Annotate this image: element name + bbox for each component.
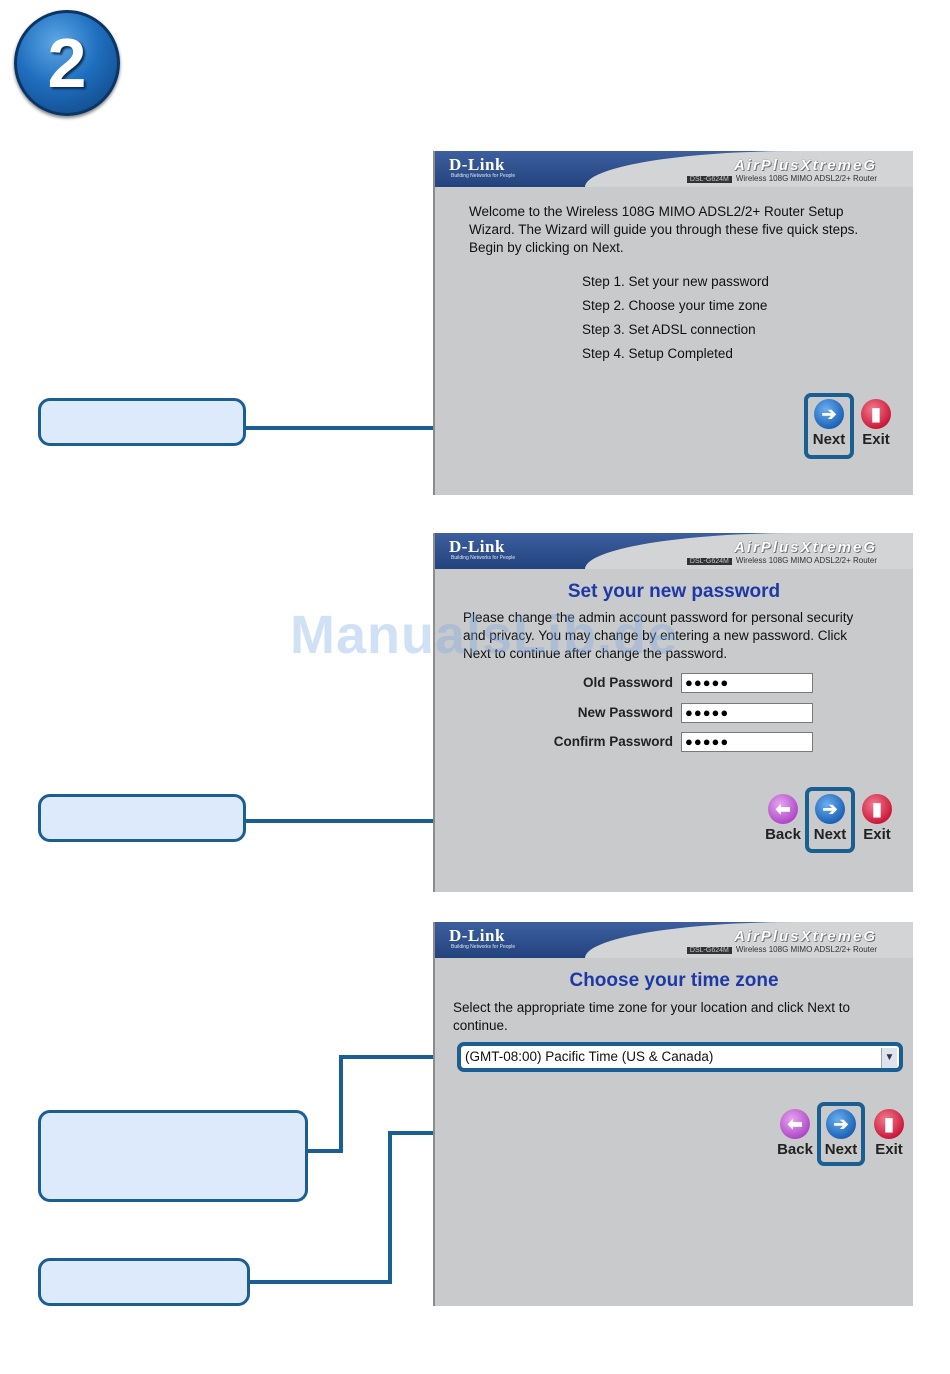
exit-icon: ▮ — [874, 1109, 904, 1139]
model-tag: DSL-G624M — [686, 947, 732, 954]
new-password-label: New Password — [577, 705, 673, 720]
model-tag: DSL-G624M — [686, 558, 732, 565]
next-highlight — [817, 1102, 865, 1166]
timezone-select[interactable]: (GMT-08:00) Pacific Time (US & Canada) ▼ — [457, 1042, 903, 1072]
callout-box-4 — [38, 1258, 250, 1306]
brand-tagline: Building Networks for People — [451, 555, 516, 561]
watermark: ManualsLib.de — [290, 605, 679, 665]
product-logo: AirPlusXtremeG — [733, 928, 877, 945]
dlink-banner: D-Link Building Networks for People AirP… — [435, 533, 913, 569]
arrow-left-icon: ⬅ — [768, 794, 798, 824]
back-label: Back — [777, 1141, 813, 1158]
dlink-banner: D-Link Building Networks for People AirP… — [435, 151, 913, 187]
exit-label: Exit — [875, 1141, 903, 1158]
next-label: Next — [813, 826, 847, 843]
exit-label: Exit — [862, 431, 890, 448]
old-password-field[interactable]: ●●●●● — [681, 673, 813, 693]
arrow-right-icon: ➔ — [815, 794, 845, 824]
next-label: Next — [812, 431, 846, 448]
step-number-badge: 2 — [14, 10, 120, 116]
dlink-banner: D-Link Building Networks for People AirP… — [435, 922, 913, 958]
arrow-left-icon: ⬅ — [780, 1109, 810, 1139]
callout-box-1 — [38, 398, 246, 446]
brand-tagline: Building Networks for People — [451, 944, 516, 950]
model-tag: DSL-G624M — [686, 176, 732, 183]
confirm-password-field[interactable]: ●●●●● — [681, 732, 813, 752]
steps-list: Step 1. Set your new password Step 2. Ch… — [582, 270, 769, 366]
old-password-label: Old Password — [582, 675, 673, 690]
time-zone-panel: D-Link Building Networks for People AirP… — [433, 922, 913, 1306]
next-highlight — [805, 787, 855, 853]
next-button[interactable]: ➔ Next — [804, 399, 854, 448]
connector-line-3c — [339, 1055, 457, 1059]
list-item: Step 1. Set your new password — [582, 274, 769, 289]
back-button[interactable]: ⬅ Back — [758, 794, 808, 843]
page-title: Choose your time zone — [569, 970, 779, 991]
exit-button[interactable]: ▮ Exit — [852, 794, 902, 843]
next-button[interactable]: ➔ Next — [805, 794, 855, 843]
arrow-right-icon: ➔ — [826, 1109, 856, 1139]
callout-box-3 — [38, 1110, 308, 1202]
connector-line-4b — [388, 1131, 392, 1284]
exit-icon: ▮ — [862, 794, 892, 824]
callout-box-2 — [38, 794, 246, 842]
list-item: Step 3. Set ADSL connection — [582, 322, 756, 337]
connector-line-3a — [306, 1149, 343, 1153]
set-password-panel: D-Link Building Networks for People AirP… — [433, 533, 913, 892]
password-description: Please change the admin account password… — [463, 609, 853, 663]
timezone-value: (GMT-08:00) Pacific Time (US & Canada) — [465, 1049, 714, 1064]
intro-text: Welcome to the Wireless 108G MIMO ADSL2/… — [469, 203, 858, 257]
timezone-description: Select the appropriate time zone for you… — [453, 999, 850, 1035]
arrow-right-icon: ➔ — [814, 399, 844, 429]
back-label: Back — [765, 826, 801, 843]
brand-tagline: Building Networks for People — [451, 173, 516, 179]
dlink-logo: D-Link — [449, 926, 505, 945]
step-number: 2 — [47, 24, 87, 102]
desc-line: Select the appropriate time zone for you… — [453, 1000, 850, 1015]
desc-line: and privacy. You may change by entering … — [463, 628, 847, 643]
product-logo: AirPlusXtremeG — [733, 157, 877, 174]
exit-button[interactable]: ▮ Exit — [864, 1109, 913, 1158]
connector-line-3b — [339, 1055, 343, 1153]
exit-button[interactable]: ▮ Exit — [851, 399, 901, 448]
next-button[interactable]: ➔ Next — [816, 1109, 866, 1158]
desc-line: Next to continue after change the passwo… — [463, 646, 728, 661]
intro-line: Begin by clicking on Next. — [469, 240, 624, 255]
next-highlight — [804, 393, 854, 459]
chevron-down-icon[interactable]: ▼ — [881, 1048, 897, 1068]
model-desc: Wireless 108G MIMO ADSL2/2+ Router — [735, 556, 877, 565]
exit-label: Exit — [863, 826, 891, 843]
connector-line-4a — [248, 1280, 392, 1284]
intro-line: Wizard. The Wizard will guide you throug… — [469, 222, 859, 237]
desc-line: Please change the admin account password… — [463, 610, 854, 625]
dlink-logo: D-Link — [449, 537, 505, 556]
page-title: Set your new password — [567, 581, 781, 602]
exit-icon: ▮ — [861, 399, 891, 429]
intro-line: Welcome to the Wireless 108G MIMO ADSL2/… — [469, 204, 844, 219]
wizard-welcome-panel: D-Link Building Networks for People AirP… — [433, 151, 913, 495]
desc-line: continue. — [453, 1018, 508, 1033]
model-desc: Wireless 108G MIMO ADSL2/2+ Router — [735, 945, 877, 954]
model-desc: Wireless 108G MIMO ADSL2/2+ Router — [735, 174, 877, 183]
list-item: Step 2. Choose your time zone — [582, 298, 768, 313]
next-label: Next — [824, 1141, 858, 1158]
product-logo: AirPlusXtremeG — [733, 539, 877, 556]
dlink-logo: D-Link — [449, 155, 505, 174]
back-button[interactable]: ⬅ Back — [770, 1109, 820, 1158]
confirm-password-label: Confirm Password — [553, 734, 673, 749]
list-item: Step 4. Setup Completed — [582, 346, 733, 361]
new-password-field[interactable]: ●●●●● — [681, 703, 813, 723]
